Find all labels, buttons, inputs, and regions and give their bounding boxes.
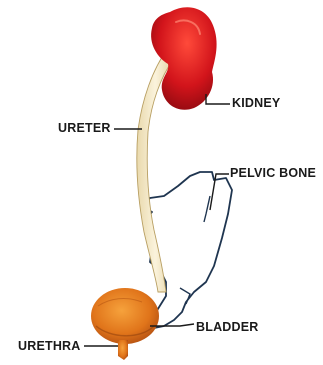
urethra <box>118 340 128 360</box>
kidney-leader <box>206 94 230 104</box>
pelvic-bone-label: PELVIC BONE <box>230 166 316 180</box>
urethra-label: URETHRA <box>18 339 81 353</box>
kidney-label: KIDNEY <box>232 96 280 110</box>
bladder-label: BLADDER <box>196 320 259 334</box>
ureter-label: URETER <box>58 121 111 135</box>
